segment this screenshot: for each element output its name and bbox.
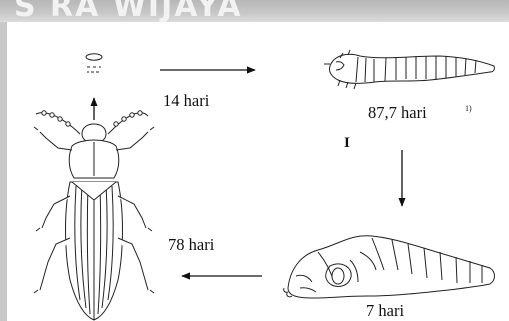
egg-drawing [86,54,102,72]
pupa-duration: 7 hari [366,303,404,320]
larva-drawing [324,50,494,89]
pupa-drawing [284,236,495,298]
larva-footnote-marker: 1) [465,105,472,113]
egg-to-larva-duration: 14 hari [163,93,209,110]
pupa-to-adult-duration: 78 hari [168,237,214,254]
larva-mark: I [344,136,350,151]
larva-to-pupa-duration: 87,7 hari [368,105,427,122]
adult-beetle-drawing [34,111,154,320]
